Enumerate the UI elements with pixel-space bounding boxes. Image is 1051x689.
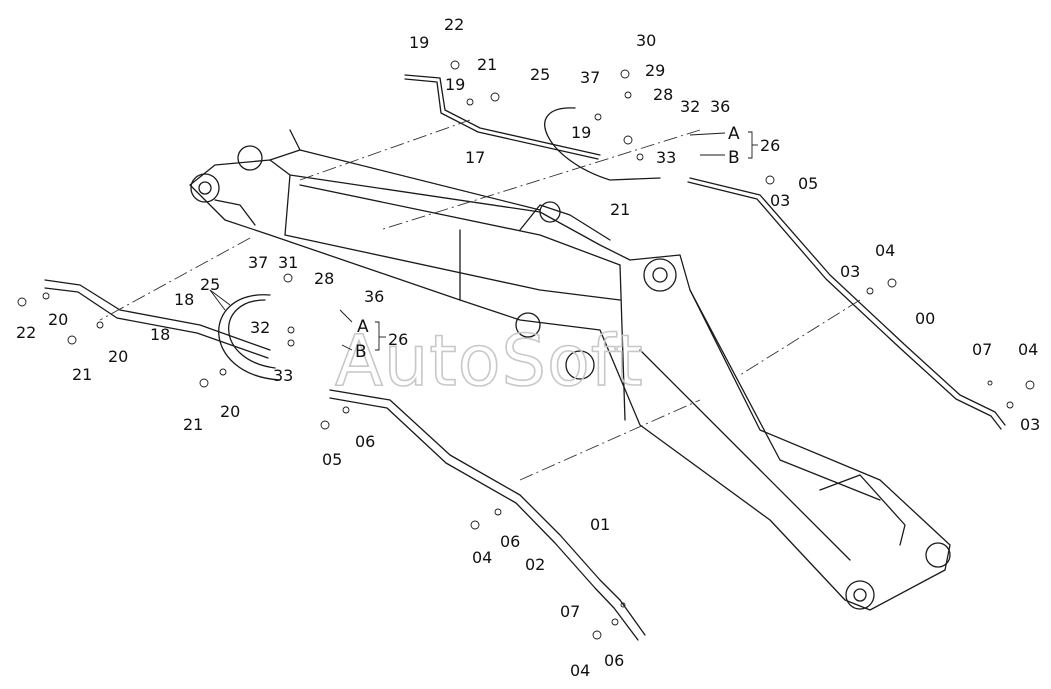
callout-21: 21 [610,200,630,219]
guide-lines [99,119,861,481]
callout-18: 18 [174,290,194,309]
callout-02: 02 [525,555,545,574]
callout-33: 33 [273,366,293,385]
callout-01: 01 [590,515,610,534]
callout-03: 03 [770,191,790,210]
callout-31: 31 [278,253,298,272]
callout-26: 26 [388,330,408,349]
callout-36: 36 [364,287,384,306]
callout-28: 28 [653,85,673,104]
callout-20: 20 [220,402,240,421]
callout-06: 06 [604,651,624,670]
callout-20: 20 [48,310,68,329]
callout-05: 05 [798,174,818,193]
callout-04: 04 [472,548,492,567]
callout-21: 21 [72,365,92,384]
callout-17: 17 [465,148,485,167]
callout-03: 03 [840,262,860,281]
callout-25: 25 [200,275,220,294]
callout-04: 04 [875,241,895,260]
callout-a: A [728,124,740,144]
callout-05: 05 [322,450,342,469]
leader-lines [209,131,758,351]
callout-19: 19 [409,33,429,52]
bolt-icons [17,60,1035,640]
callout-26: 26 [760,136,780,155]
callout-07: 07 [560,602,580,621]
callout-18: 18 [150,325,170,344]
callout-a: A [357,317,369,337]
callout-37: 37 [248,253,268,272]
callout-04: 04 [570,661,590,680]
callout-22: 22 [16,323,36,342]
callout-30: 30 [636,31,656,50]
callout-labels: 22 19 19 21 17 25 37 30 29 28 32 36 19 3… [16,15,1040,680]
callout-37: 37 [580,68,600,87]
callout-33: 33 [656,148,676,167]
callout-28: 28 [314,269,334,288]
pipe-lines [44,74,1006,641]
callout-06: 06 [500,532,520,551]
callout-07: 07 [972,340,992,359]
callout-22: 22 [444,15,464,34]
callout-32: 32 [680,97,700,116]
callout-25: 25 [530,65,550,84]
callout-19: 19 [445,75,465,94]
callout-b: B [355,342,367,362]
callout-00: 00 [915,309,935,328]
callout-03: 03 [1020,415,1040,434]
callout-29: 29 [645,61,665,80]
callout-b: B [728,148,740,168]
callout-21: 21 [477,55,497,74]
callout-21: 21 [183,415,203,434]
callout-20: 20 [108,347,128,366]
callout-06: 06 [355,432,375,451]
callout-04: 04 [1018,340,1038,359]
callout-36: 36 [710,97,730,116]
callout-19: 19 [571,123,591,142]
boom-arm [189,129,951,611]
callout-32: 32 [250,318,270,337]
watermark-text: AutoSoft [335,320,644,402]
